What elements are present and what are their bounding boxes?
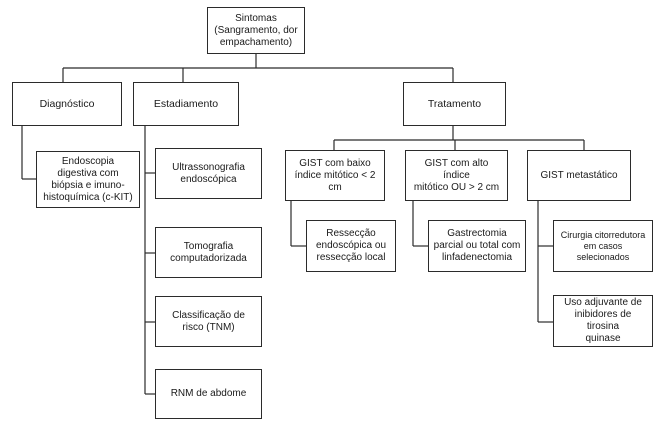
- box-line: digestiva com: [57, 167, 119, 179]
- box-line: em casos: [583, 240, 623, 251]
- box-line: risco (TNM): [182, 321, 235, 333]
- gist-alto-box: GIST com alto índice mitótico OU > 2 cm: [405, 150, 508, 201]
- box-line: Tomografia: [183, 240, 234, 252]
- box-line: Classificação de: [172, 309, 245, 321]
- box-line: Endoscopia: [61, 155, 115, 167]
- box-line: Ressecção: [326, 228, 376, 239]
- diagnostico-label: Diagnóstico: [39, 98, 95, 110]
- box-line: endoscópica: [180, 173, 237, 185]
- box-line: histoquímica (c-KIT): [43, 191, 133, 203]
- classificacao-box: Classificação de risco (TNM): [155, 296, 262, 347]
- tratamento-box: Tratamento: [403, 82, 506, 126]
- box-line: GIST com baixo: [299, 157, 371, 169]
- box-line: parcial ou total com: [433, 240, 521, 251]
- endoscopia-box: Endoscopia digestiva com biópsia e imuno…: [36, 151, 140, 208]
- box-line: Gastrectomia: [447, 228, 507, 239]
- box-line: linfadenectomia: [441, 252, 513, 263]
- resseccao-box: Ressecção endoscópica ou ressecção local: [306, 220, 396, 272]
- box-line: cm: [328, 181, 342, 193]
- box-line: biópsia e imuno-: [51, 179, 125, 191]
- gist-metastatico-box: GIST metastático: [527, 150, 631, 201]
- diagnostico-box: Diagnóstico: [12, 82, 122, 126]
- box-line: quinase: [585, 333, 621, 344]
- root-line: empachamento): [219, 36, 293, 48]
- estadiamento-label: Estadiamento: [153, 98, 219, 110]
- tomografia-box: Tomografia computadorizada: [155, 227, 262, 278]
- root-line: Sintomas: [235, 12, 277, 24]
- box-line: ressecção local: [316, 252, 386, 263]
- ultrassonografia-box: Ultrassonografia endoscópica: [155, 148, 262, 199]
- box-line: RNM de abdome: [170, 388, 247, 399]
- box-line: endoscópica ou: [315, 240, 387, 251]
- tratamento-label: Tratamento: [427, 98, 482, 110]
- box-line: Ultrassonografia: [172, 161, 245, 173]
- box-line: selecionados: [576, 251, 630, 262]
- gastrectomia-box: Gastrectomia parcial ou total com linfad…: [428, 220, 526, 272]
- box-line: GIST com alto índice: [424, 157, 489, 181]
- cirurgia-citorredutora-box: Cirurgia citorredutora em casos selecion…: [553, 220, 653, 272]
- box-line: inibidores de tirosina: [574, 309, 632, 332]
- uso-adjuvante-box: Uso adjuvante de inibidores de tirosina …: [553, 295, 653, 347]
- root-symptoms-box: Sintomas (Sangramento, dor empachamento): [207, 7, 305, 54]
- box-line: computadorizada: [170, 252, 247, 264]
- rnm-box: RNM de abdome: [155, 369, 262, 419]
- box-line: GIST metastático: [540, 169, 618, 181]
- box-line: Cirurgia citorredutora: [560, 229, 646, 240]
- estadiamento-box: Estadiamento: [133, 82, 239, 126]
- box-line: índice mitótico < 2: [294, 169, 376, 181]
- root-line: (Sangramento, dor: [214, 24, 298, 36]
- box-line: Uso adjuvante de: [564, 297, 642, 308]
- box-line: mitótico OU > 2 cm: [413, 181, 500, 193]
- gist-baixo-box: GIST com baixo índice mitótico < 2 cm: [285, 150, 385, 201]
